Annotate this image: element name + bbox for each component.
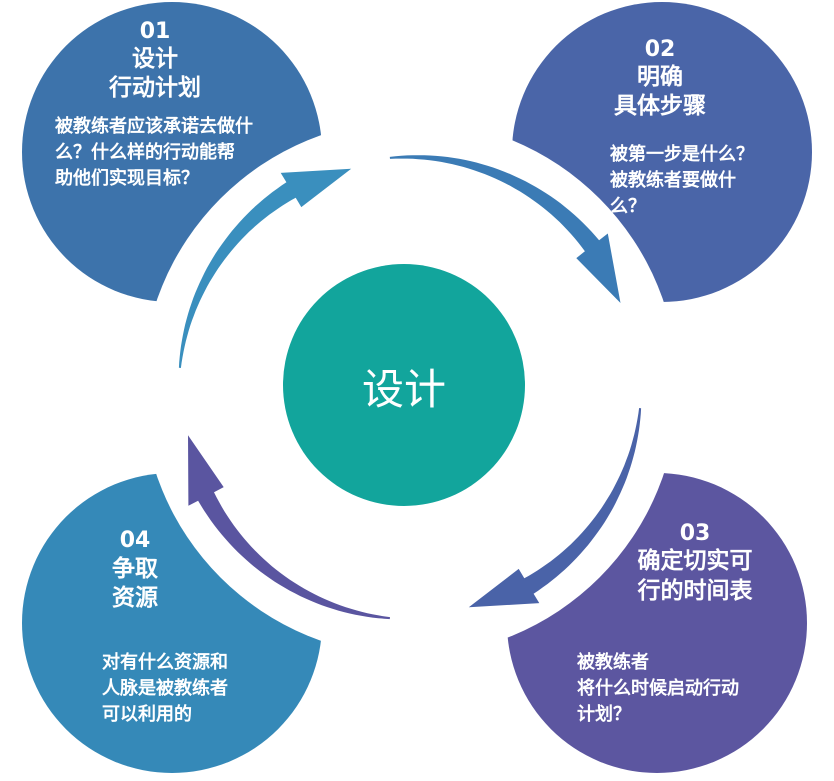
step-3-desc-line-3: 计划？ (577, 704, 631, 725)
center-label: 设计 (361, 365, 446, 414)
step-1-desc-line-2: 么？什么样的行动能帮 (55, 142, 235, 163)
step-3-desc-line-2: 将什么时候启动行动 (577, 678, 739, 699)
step-2-title-line-1: 明确 (637, 64, 683, 90)
step-4-number: 04 (119, 528, 151, 553)
step-4-title-line-2: 资源 (112, 585, 158, 611)
step-2-title-line-2: 具体步骤 (614, 93, 706, 119)
step-1-title-line-1: 设计 (132, 46, 178, 72)
step-4-desc-line-1: 对有什么资源和 (102, 652, 228, 673)
step-1-desc-line-1: 被教练者应该承诺去做什 (55, 116, 253, 137)
cycle-arrows (178, 155, 642, 620)
step-2-number: 02 (644, 37, 676, 62)
arrow-1-to-2 (389, 155, 621, 303)
step-3-desc-line-1: 被教练者 (577, 652, 649, 673)
arrow-2-to-3 (468, 408, 642, 608)
step-1-desc-line-3: 助他们实现目标？ (55, 168, 199, 189)
step-1-title-line-2: 行动计划 (109, 75, 201, 101)
step-4-title-line-1: 争取 (112, 556, 158, 582)
step-4-desc-line-2: 人脉是被教练者 (102, 678, 228, 699)
arrow-3-to-4 (188, 435, 390, 620)
step-3-title-line-2: 行的时间表 (637, 578, 753, 604)
step-1-number: 01 (139, 19, 171, 44)
step-4-desc-line-3: 可以利用的 (102, 704, 192, 725)
center-circle (283, 264, 525, 506)
step-3-title-line-1: 确定切实可 (637, 548, 753, 574)
step-2-desc-line-2: 被教练者要做什 (610, 170, 736, 191)
step-2-desc-line-3: 么？ (610, 196, 646, 217)
step-3-number: 03 (679, 521, 711, 546)
arrow-4-to-1 (178, 168, 352, 368)
step-2-desc-line-1: 被第一步是什么？ (610, 144, 754, 165)
